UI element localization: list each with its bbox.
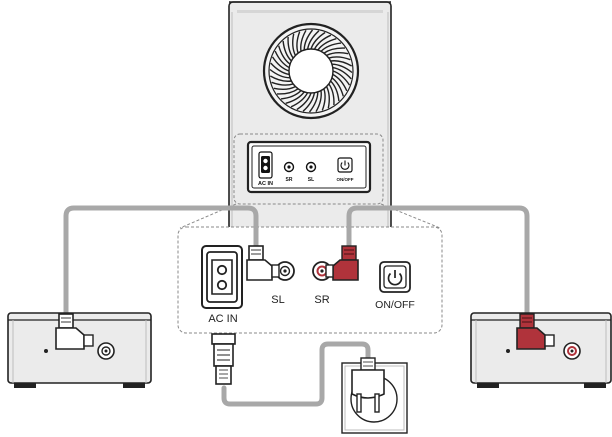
fan-blade: [273, 85, 296, 90]
mini-sl-jack-icon: [305, 161, 317, 173]
fan-blade: [278, 45, 291, 65]
fan-blade: [332, 66, 352, 80]
ac-plug-icon: [211, 333, 236, 385]
wall-ac-plug-icon: [351, 357, 385, 413]
power-cable: [221, 341, 371, 407]
left-device-rca-plug-icon: [55, 313, 94, 350]
fan-blade: [323, 47, 346, 54]
fan-blade: [280, 90, 302, 100]
sl-label: SL: [271, 294, 284, 306]
fan-blade: [320, 42, 342, 52]
fan-blade: [270, 62, 290, 76]
fan-blade: [303, 29, 314, 51]
left-device-rca-jack-icon: [97, 342, 115, 360]
fan-blade: [282, 40, 292, 62]
fan-blade: [287, 36, 294, 59]
fan-blade: [269, 75, 292, 82]
mini-power-icon: [337, 157, 353, 173]
power-icon: [379, 261, 411, 293]
left-satellite-device: [7, 312, 152, 388]
fan-blade: [315, 90, 322, 113]
fan-blade: [317, 38, 337, 51]
mini-ac-inlet-icon: [258, 151, 273, 179]
fan-blade: [331, 77, 344, 97]
fan-blade: [325, 86, 330, 109]
sr-rca-plug-icon: [325, 245, 359, 281]
subwoofer-back-panel: AC IN SR SL ON/OFF: [246, 140, 372, 194]
ac-in-label: AC IN: [208, 313, 237, 325]
cable-overlays: [253, 224, 352, 251]
on-off-label: ON/OFF: [375, 299, 415, 311]
fan-blade: [296, 92, 312, 111]
fan-blade: [290, 92, 309, 108]
fan-blade: [306, 30, 320, 50]
right-device-rca-jack-icon: [563, 342, 581, 360]
fan-blade: [313, 34, 332, 50]
fan-blade: [302, 92, 316, 112]
fan-blade: [276, 88, 299, 95]
fan-blade: [292, 33, 297, 56]
right-device-rca-plug-icon: [516, 313, 555, 350]
fan-blade: [331, 63, 353, 74]
fan-blade: [271, 56, 290, 72]
fan-blade: [271, 81, 294, 86]
ac-inlet-icon: [201, 245, 243, 309]
fan-blade: [300, 29, 307, 52]
cables: [63, 205, 530, 407]
fan-blade: [269, 68, 291, 79]
sl-rca-plug-icon: [246, 245, 280, 281]
mini-sr-jack-icon: [283, 161, 295, 173]
panel-highlight-outline: [233, 133, 384, 205]
fan-blade: [332, 73, 348, 92]
sr-label: SR: [314, 294, 329, 306]
fan-blade: [296, 31, 301, 54]
subwoofer-fan-icon: [262, 22, 360, 120]
mini-sl-label: SL: [308, 177, 314, 183]
right-satellite-device: [470, 312, 612, 388]
fan-blade: [330, 60, 353, 67]
fan-blade: [308, 91, 319, 113]
fan-blade: [330, 80, 340, 102]
fan-blade: [321, 88, 326, 111]
fan-blade: [328, 56, 351, 61]
fan-blade: [285, 91, 305, 104]
fan-blade: [310, 31, 326, 50]
zoomed-panel-outline: [177, 226, 443, 334]
mini-ac-in-label: AC IN: [258, 181, 273, 187]
fan-blade: [274, 50, 290, 69]
fan-blade: [328, 83, 335, 106]
fan-blade: [332, 70, 351, 86]
right-speaker-cable: [346, 205, 530, 321]
left-speaker-cable: [63, 205, 259, 321]
mini-on-off-label: ON/OFF: [337, 177, 354, 182]
mini-sr-label: SR: [286, 177, 293, 183]
fan-blade: [326, 52, 349, 57]
